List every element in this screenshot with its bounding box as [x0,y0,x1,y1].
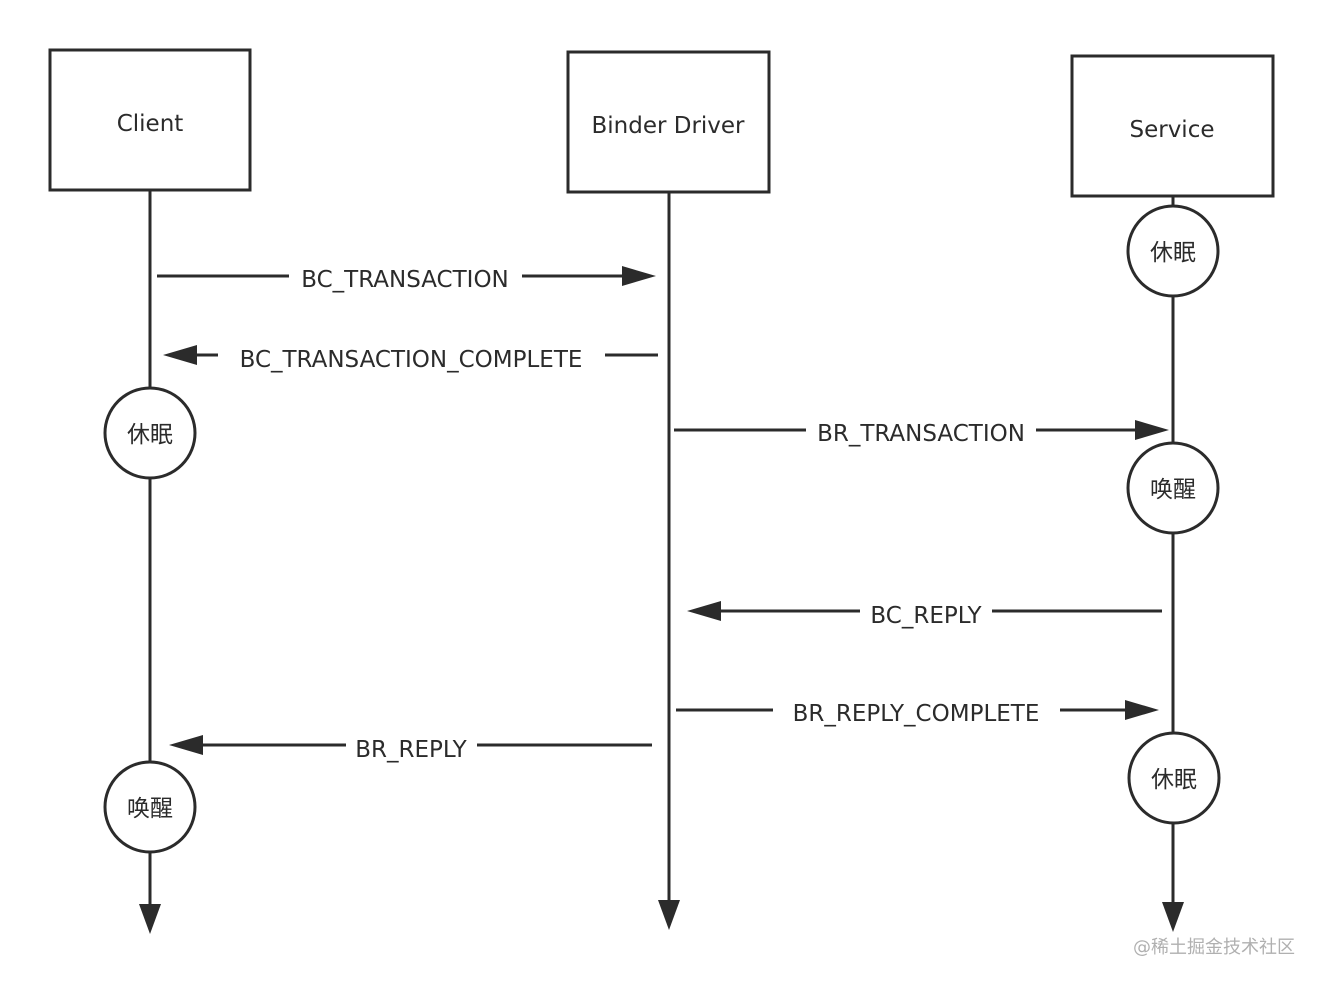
message-br-reply-complete: BR_REPLY_COMPLETE [676,698,1159,727]
driver-lifeline-arrowhead [658,900,680,930]
participant-binder-driver-label: Binder Driver [591,113,745,139]
participant-client-box [48,48,252,192]
label-background [346,733,477,761]
message-bc-reply: BC_REPLY [687,599,1162,629]
service-lifeline-arrowhead [1162,902,1184,932]
label-background [806,418,1036,446]
state-service-wake: 唤醒 [1126,441,1220,535]
state-circle [103,760,197,854]
message-bc-transaction-complete: BC_TRANSACTION_COMPLETE [163,343,658,373]
client-lifeline-arrowhead [139,904,161,934]
label-background [860,599,992,627]
state-label: 休眠 [1151,767,1197,793]
state-circle [1126,441,1220,535]
state-label: 休眠 [127,422,173,448]
message-br-reply: BR_REPLY [169,733,652,763]
state-label: 唤醒 [127,796,173,822]
label-background [218,343,605,371]
participant-service-box [1070,54,1275,198]
participant-service: Service [1070,54,1275,198]
arrowhead [1135,420,1169,440]
message-label: BC_REPLY [870,603,982,629]
message-label: BC_TRANSACTION_COMPLETE [240,347,583,373]
arrowhead [1125,700,1159,720]
message-bc-transaction: BC_TRANSACTION [157,264,656,293]
message-label: BR_REPLY_COMPLETE [793,701,1040,727]
message-label: BC_TRANSACTION [301,267,509,293]
state-circle [1126,204,1220,298]
state-label: 休眠 [1150,240,1196,266]
message-br-transaction: BR_TRANSACTION [674,418,1169,447]
state-service-sleep-1: 休眠 [1126,204,1220,298]
state-circle [103,386,197,480]
participant-binder-driver: Binder Driver [566,50,771,194]
participant-client: Client [48,48,252,192]
participant-binder-driver-box [566,50,771,194]
participant-service-label: Service [1129,117,1214,143]
state-circle [1127,731,1221,825]
state-label: 唤醒 [1150,477,1196,503]
state-service-sleep-2: 休眠 [1127,731,1221,825]
watermark: @稀土掘金技术社区 [1133,937,1295,958]
label-background [289,264,522,292]
arrowhead [622,266,656,286]
arrowhead [169,735,203,755]
arrowhead [687,601,721,621]
participant-client-label: Client [117,111,184,137]
state-client-sleep: 休眠 [103,386,197,480]
state-client-wake: 唤醒 [103,760,197,854]
label-background [773,698,1060,726]
arrowhead [163,345,197,365]
message-label: BR_TRANSACTION [817,421,1025,447]
message-label: BR_REPLY [355,737,467,763]
